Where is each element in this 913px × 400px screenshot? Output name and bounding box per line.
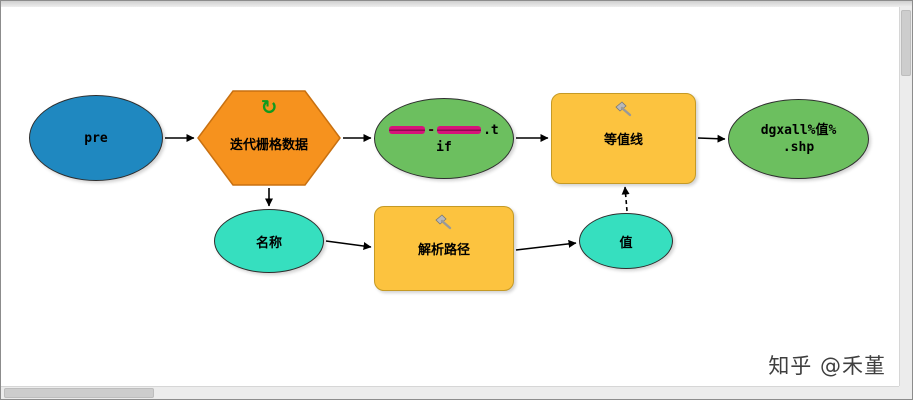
node-value-label: 值 bbox=[619, 235, 633, 251]
raster-tif-line1: - .t bbox=[389, 122, 499, 139]
node-output-shapefile[interactable]: dgxall%值% .shp bbox=[728, 99, 869, 179]
horizontal-scrollbar-thumb[interactable] bbox=[4, 388, 154, 398]
scrollbar-corner bbox=[899, 386, 912, 399]
node-name-label: 名称 bbox=[255, 235, 282, 251]
node-contour-label: 等值线 bbox=[603, 133, 643, 148]
node-iterate-rasters[interactable]: ↻ 迭代栅格数据 bbox=[197, 90, 341, 186]
watermark: 知乎 @禾堇 bbox=[768, 354, 886, 378]
horizontal-scrollbar[interactable] bbox=[1, 386, 899, 399]
raster-tif-separator: - bbox=[427, 122, 436, 138]
connector-contour-to-output[interactable] bbox=[697, 134, 726, 143]
node-value-variable[interactable]: 值 bbox=[579, 213, 673, 269]
vertical-scrollbar-thumb[interactable] bbox=[901, 10, 911, 76]
output-shp-line2: .shp bbox=[782, 140, 815, 155]
iterate-icon: ↻ bbox=[260, 95, 278, 119]
connector-value-to-contour-precondition[interactable] bbox=[621, 186, 630, 212]
node-iterator-label: 迭代栅格数据 bbox=[229, 137, 308, 153]
hammer-icon bbox=[614, 101, 631, 117]
hammer-icon bbox=[435, 214, 452, 230]
raster-tif-line2: if bbox=[436, 139, 452, 155]
window-top-edge bbox=[1, 1, 912, 7]
node-raster-tif[interactable]: - .t if bbox=[374, 98, 514, 179]
hexagon-shape bbox=[197, 90, 341, 186]
node-name-variable[interactable]: 名称 bbox=[214, 209, 324, 273]
node-parse-path-tool[interactable]: 解析路径 bbox=[374, 206, 514, 291]
connector-parse-to-value[interactable] bbox=[515, 239, 577, 251]
node-pre-variable[interactable]: pre bbox=[29, 95, 163, 181]
node-parse-label: 解析路径 bbox=[417, 243, 470, 258]
redacted-text-bar bbox=[437, 126, 482, 134]
vertical-scrollbar[interactable] bbox=[899, 7, 912, 386]
redacted-text-bar bbox=[389, 126, 426, 134]
node-pre-label: pre bbox=[84, 130, 108, 146]
connector-name-to-parse[interactable] bbox=[325, 240, 372, 250]
output-shp-line1: dgxall%值% bbox=[760, 123, 837, 138]
raster-tif-suffix: .t bbox=[483, 122, 499, 138]
node-contour-tool[interactable]: 等值线 bbox=[551, 93, 696, 184]
